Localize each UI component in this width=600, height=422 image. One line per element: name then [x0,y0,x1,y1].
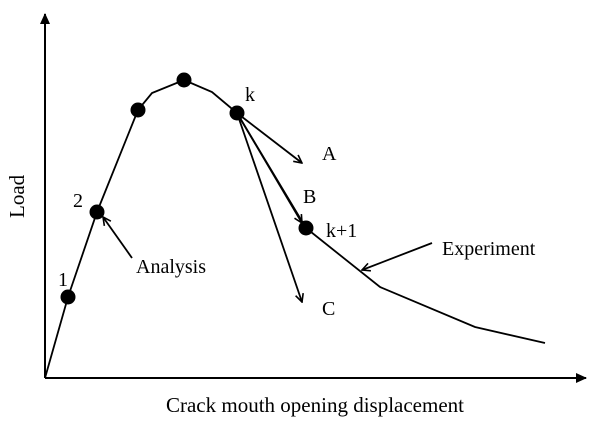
analysis-point-peak [176,72,192,88]
y-axis-label: Load [5,174,29,218]
point-label-2: 2 [73,190,83,212]
direction-label-b: B [303,186,316,208]
analysis-point-k1 [298,220,314,236]
analysis-pointer-arrow [103,217,133,259]
analysis-point [130,102,146,118]
x-axis-label: Crack mouth opening displacement [166,393,464,417]
direction-arrow-a [236,112,302,163]
point-label-1: 1 [58,269,68,291]
direction-label-c: C [322,298,335,320]
analysis-label: Analysis [136,256,206,278]
point-label-k1: k+1 [326,220,357,242]
experiment-label: Experiment [442,238,536,260]
direction-label-a: A [322,143,337,165]
analysis-point-k [229,105,245,121]
direction-arrow-b [236,112,302,223]
point-label-k: k [245,84,255,106]
direction-arrow-c [236,112,302,302]
experiment-curve [44,79,546,379]
analysis-point-2 [89,204,105,220]
experiment-pointer-arrow [362,242,433,270]
analysis-point-1 [60,289,76,305]
